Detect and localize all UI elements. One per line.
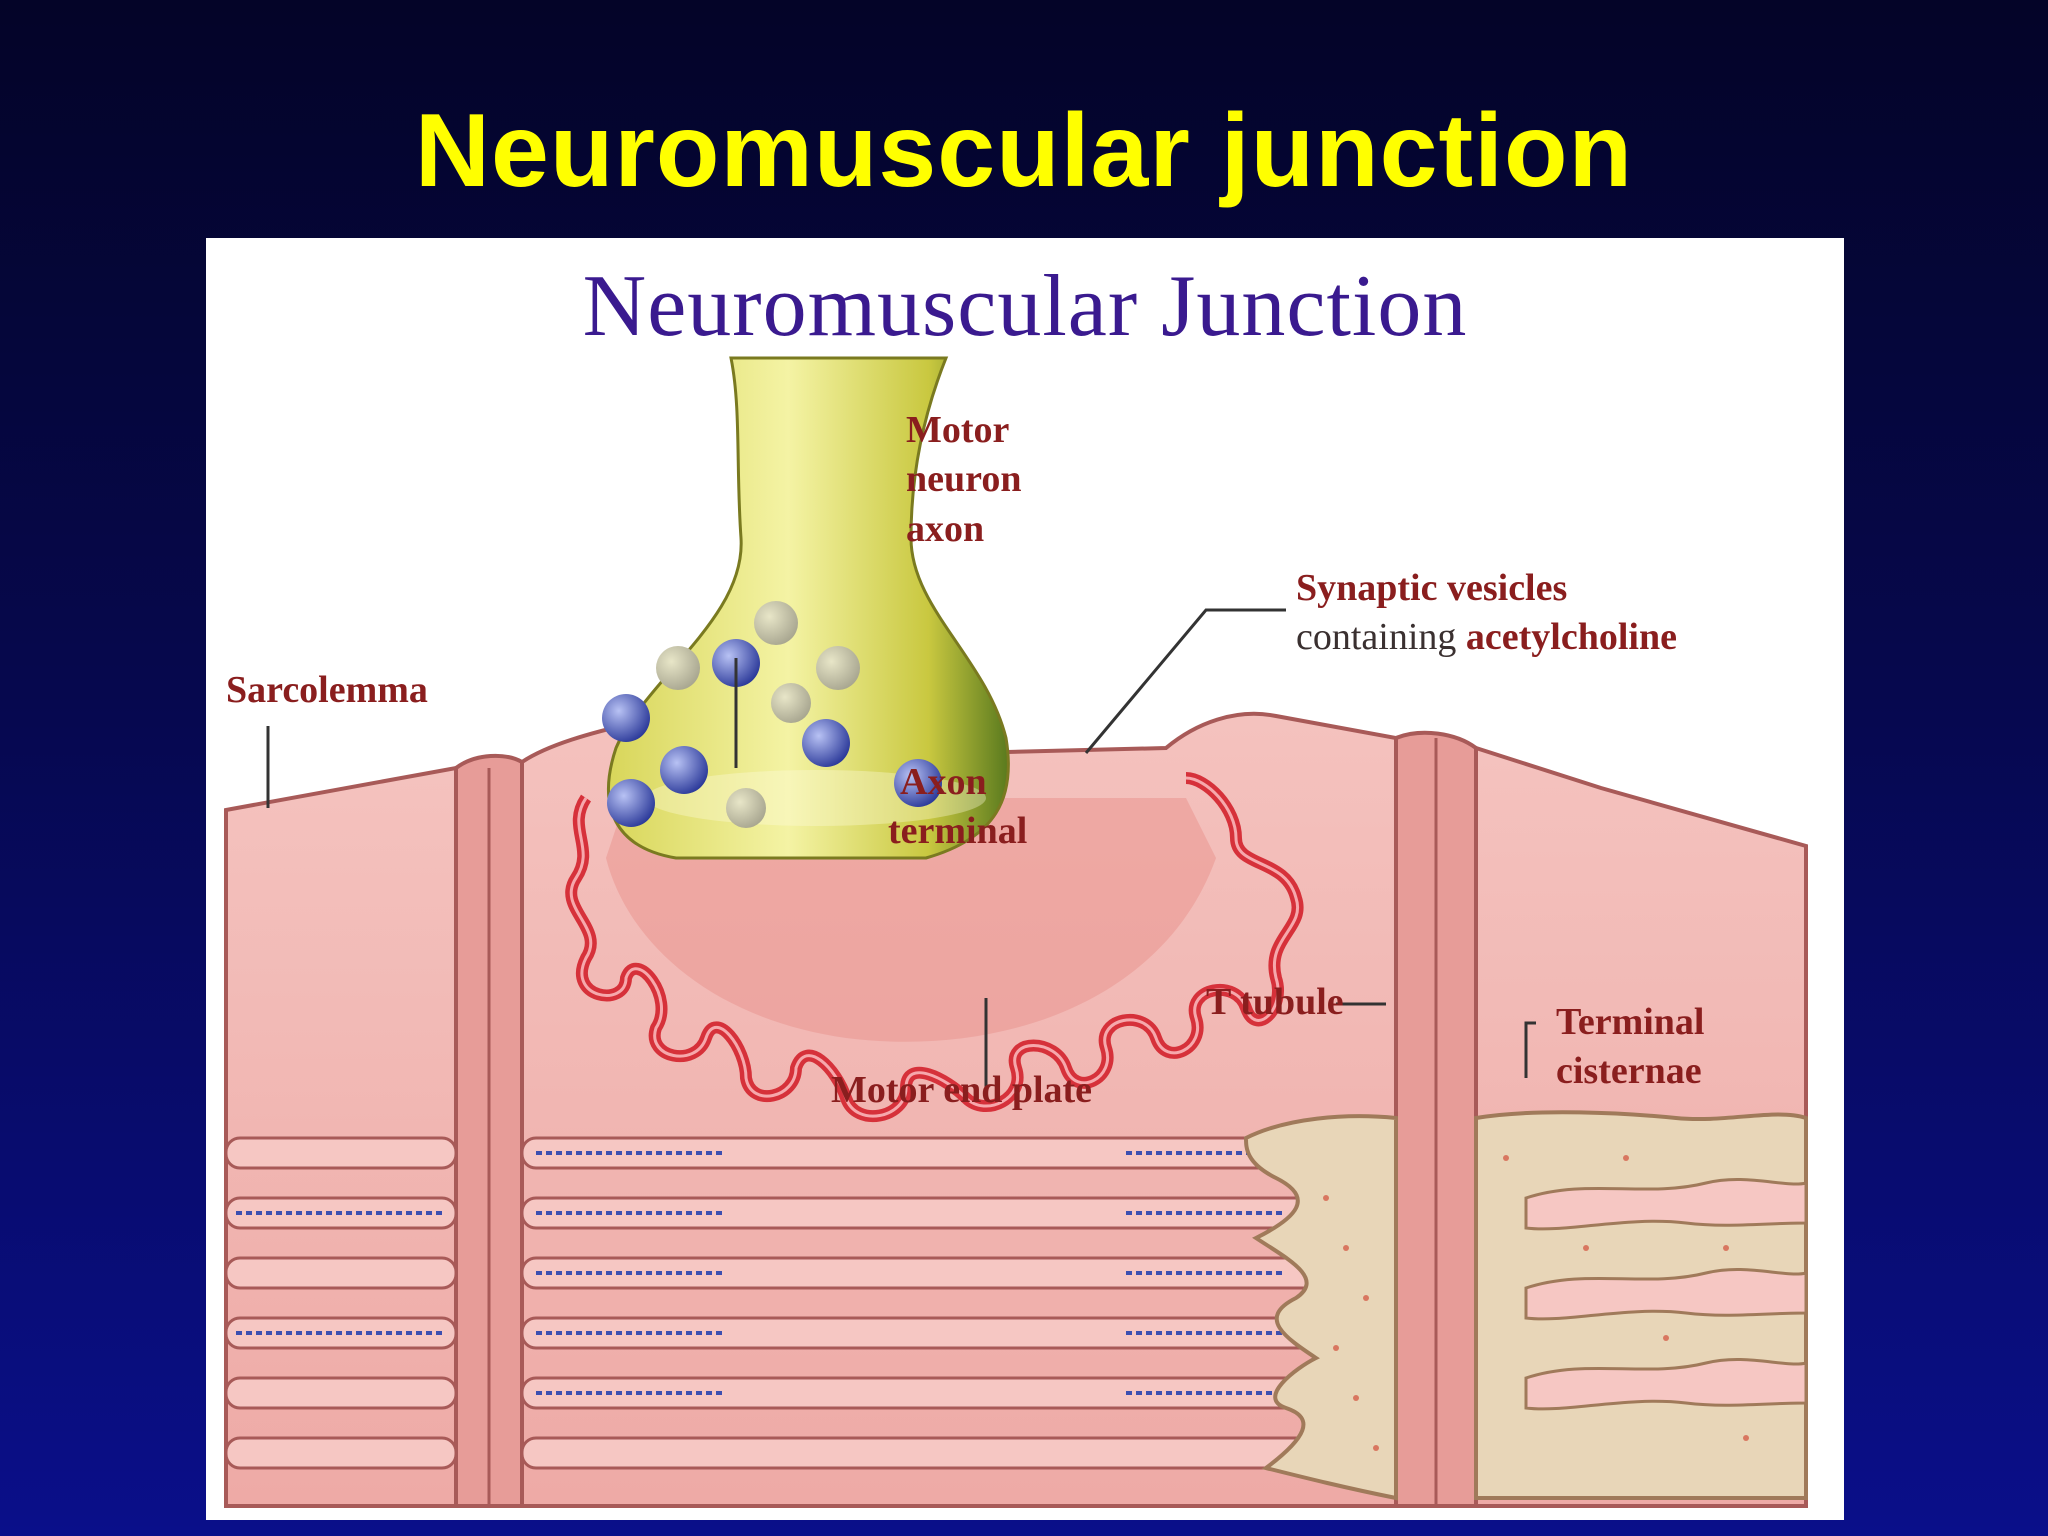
label-line: Terminal bbox=[1556, 1001, 1705, 1043]
label-motor-neuron-axon: Motor neuron axon bbox=[906, 406, 1021, 554]
label-line: containing acetylcholine bbox=[1296, 613, 1677, 662]
leader-lines bbox=[266, 608, 1536, 1088]
label-line: axon bbox=[906, 507, 985, 550]
diagram-artwork bbox=[224, 356, 1808, 1508]
label-line: neuron bbox=[906, 458, 1022, 501]
synaptic-vesicle bbox=[816, 646, 860, 690]
label-word: containing bbox=[1296, 616, 1457, 659]
synaptic-vesicle bbox=[726, 788, 766, 828]
diagram-figure: Neuromuscular Junction Motor neuron axon… bbox=[206, 238, 1844, 1520]
label-sarcolemma: Sarcolemma bbox=[226, 669, 428, 711]
label-word: acetylcholine bbox=[1465, 616, 1677, 659]
synaptic-vesicle bbox=[894, 759, 942, 807]
synaptic-vesicle bbox=[656, 646, 700, 690]
label-line: terminal bbox=[888, 810, 1028, 853]
myofilament-bands bbox=[236, 1151, 1286, 1395]
label-motor-end-plate: Motor end plate bbox=[831, 1069, 1093, 1111]
label-terminal-cisternae: Terminal cisternae bbox=[1556, 998, 1705, 1097]
label-axon-terminal: Axon terminal bbox=[888, 758, 1027, 857]
label-t-tubule: T tubule bbox=[1206, 981, 1344, 1023]
synaptic-vesicle bbox=[771, 683, 811, 723]
synaptic-vesicle bbox=[607, 779, 655, 827]
label-line: Axon bbox=[900, 761, 987, 803]
label-line: cisternae bbox=[1556, 1050, 1702, 1093]
motor-neuron-axon bbox=[607, 356, 1010, 860]
slide-title: Neuromuscular junction bbox=[414, 93, 1634, 209]
label-line: Motor bbox=[906, 409, 1010, 451]
figure-title: Neuromuscular Junction bbox=[582, 258, 1468, 355]
terminal-cisternae bbox=[1243, 1114, 1398, 1501]
synaptic-vesicle bbox=[602, 694, 650, 742]
label-line: Synaptic vesicles bbox=[1296, 567, 1568, 609]
synaptic-vesicle bbox=[754, 601, 798, 645]
label-synaptic-vesicles: Synaptic vesicles containing acetylcholi… bbox=[1296, 564, 1677, 663]
synaptic-vesicle bbox=[660, 746, 708, 794]
synaptic-vesicle bbox=[802, 719, 850, 767]
